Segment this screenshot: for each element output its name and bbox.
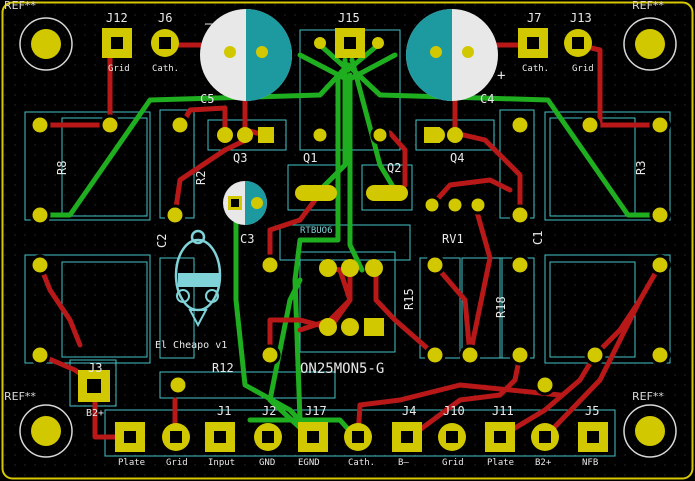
through-hole-pads bbox=[29, 114, 671, 396]
label-bottom-grid-2: Grid bbox=[442, 458, 464, 468]
label-j13: J13 bbox=[570, 11, 592, 25]
label-c4: C4 bbox=[480, 92, 494, 106]
label-q4: Q4 bbox=[450, 151, 464, 165]
label-r12: R12 bbox=[212, 361, 234, 375]
capacitor-top-right bbox=[406, 9, 498, 101]
label-r8: R8 bbox=[55, 161, 69, 175]
label-r3: R3 bbox=[634, 161, 648, 175]
label-c5: C5 bbox=[200, 92, 214, 106]
mounting-hole-bottom-right: REF** bbox=[623, 390, 677, 458]
label-plus-sign: + bbox=[497, 68, 505, 84]
mounting-hole-top-right: REF** bbox=[623, 0, 677, 71]
label-j1: J1 bbox=[217, 404, 231, 418]
label-cath-top-right: Cath. bbox=[522, 64, 549, 74]
ref-label: REF** bbox=[4, 0, 36, 12]
label-j11: J11 bbox=[492, 404, 514, 418]
transistor-pads bbox=[217, 127, 463, 336]
label-cath-top-left: Cath. bbox=[152, 64, 179, 74]
label-c1: C1 bbox=[531, 231, 545, 245]
top-connector-pads bbox=[102, 28, 592, 58]
label-bottom-nfb: NFB bbox=[582, 458, 598, 468]
label-bottom-plate: Plate bbox=[118, 458, 145, 468]
label-j10: J10 bbox=[443, 404, 465, 418]
label-j2: J2 bbox=[262, 404, 276, 418]
label-j5: J5 bbox=[585, 404, 599, 418]
label-j6: J6 bbox=[158, 11, 172, 25]
silkscreen-labels: J12 J6 Grid Cath. J15 J7 J13 Cath. Grid … bbox=[55, 11, 648, 468]
label-j12: J12 bbox=[106, 11, 128, 25]
ref-label: REF** bbox=[4, 390, 36, 403]
label-bottom-cath: Cath. bbox=[348, 458, 375, 468]
label-j17: J17 bbox=[305, 404, 327, 418]
mounting-hole-bottom-left: REF** bbox=[4, 390, 73, 458]
label-regulator: ON25MON5-G bbox=[300, 361, 384, 377]
label-regulator-ghost: RTBUO6 bbox=[300, 226, 333, 236]
label-j7: J7 bbox=[527, 11, 541, 25]
label-bottom-input: Input bbox=[208, 458, 235, 468]
label-r18: R18 bbox=[494, 296, 508, 318]
bottom-connector-pads bbox=[115, 422, 608, 452]
label-bottom-gnd: GND bbox=[259, 458, 275, 468]
label-r2: R2 bbox=[194, 171, 208, 185]
label-j3-b2plus: B2+ bbox=[86, 408, 104, 419]
label-j4: J4 bbox=[402, 404, 416, 418]
capacitor-top-left bbox=[200, 9, 292, 101]
label-j15: J15 bbox=[338, 11, 360, 25]
label-r15: R15 bbox=[402, 288, 416, 310]
ref-label: REF** bbox=[632, 390, 664, 403]
label-bottom-b2plus: B2+ bbox=[535, 458, 552, 468]
label-bottom-bminus: B– bbox=[398, 458, 409, 468]
label-q2: Q2 bbox=[387, 161, 401, 175]
label-logo-caption: El Cheapo v1 bbox=[155, 340, 227, 351]
label-grid-top-right: Grid bbox=[572, 64, 594, 74]
label-grid-top-left: Grid bbox=[108, 64, 130, 74]
label-q3: Q3 bbox=[233, 151, 247, 165]
label-minus-sign: – bbox=[205, 16, 214, 32]
label-bottom-egnd: EGND bbox=[298, 458, 320, 468]
el-cheapo-logo bbox=[174, 229, 222, 328]
label-c2: C2 bbox=[155, 234, 169, 248]
label-rv1: RV1 bbox=[442, 232, 464, 246]
label-bottom-plate-2: Plate bbox=[487, 458, 514, 468]
connector-j3 bbox=[78, 370, 110, 402]
label-j3: J3 bbox=[88, 361, 102, 375]
label-c3: C3 bbox=[240, 232, 254, 246]
label-q1: Q1 bbox=[303, 151, 317, 165]
mounting-hole-top-left: REF** bbox=[4, 0, 73, 71]
capacitor-c3 bbox=[223, 181, 267, 225]
ref-label: REF** bbox=[632, 0, 664, 12]
label-bottom-grid: Grid bbox=[166, 458, 188, 468]
